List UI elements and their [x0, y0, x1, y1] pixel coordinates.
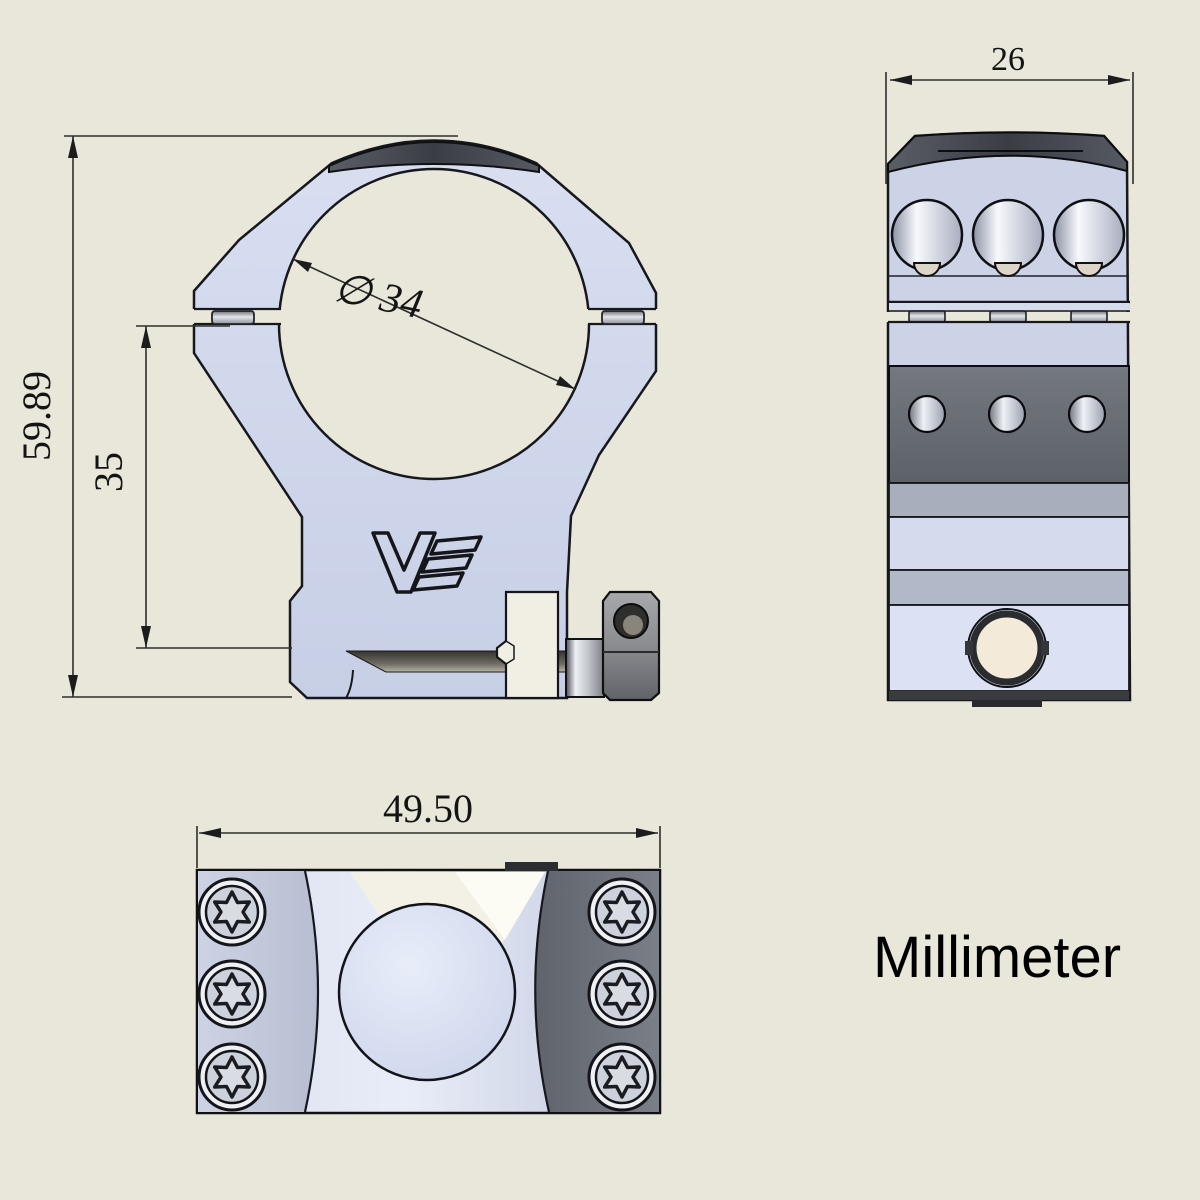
dim-width: 26 [885, 41, 1134, 184]
front-view: 59.89 35 ∅ 34 [14, 135, 661, 702]
dim-width-label: 26 [991, 41, 1025, 78]
band-light [888, 516, 1130, 571]
clamp-screw-boss-right [601, 310, 645, 325]
band-medium [888, 569, 1130, 606]
arrowhead [293, 259, 312, 272]
arrowhead [141, 326, 151, 348]
dim-total-height-label: 59.89 [14, 371, 59, 461]
clamp-screw-boss-left [211, 310, 255, 325]
torx-screw [587, 877, 657, 947]
torx-screw [197, 959, 267, 1029]
screw-stud [908, 310, 946, 323]
arrowhead [141, 626, 151, 648]
ring-split-gap [190, 309, 660, 324]
logo-e-bar-top [429, 535, 483, 556]
bolt-washer [565, 638, 605, 698]
side-small-hole [907, 394, 947, 434]
vector-optics-logo [371, 531, 483, 594]
arrowhead [1108, 75, 1130, 85]
dim-saddle-height-label: 35 [86, 452, 131, 492]
arrowhead [636, 828, 658, 838]
screw-hole [1052, 198, 1126, 272]
cap-screw-holes [890, 198, 1126, 277]
band-medium [888, 482, 1130, 518]
dim-saddle-height: 35 [86, 325, 292, 649]
screw-stud [1070, 310, 1108, 323]
unit-label: Millimeter [873, 925, 1121, 990]
arrowhead [199, 828, 221, 838]
dim-length-label: 49.50 [383, 786, 473, 831]
dim-total-height: 59.89 [14, 135, 458, 698]
arrowhead [556, 376, 575, 389]
rail-jaw-section [495, 590, 560, 700]
side-clamp-nut [969, 610, 1045, 686]
screw-hole [890, 198, 964, 272]
cap-top-face [328, 141, 540, 174]
side-view: 26 [885, 41, 1134, 707]
side-cap-top-face [887, 131, 1128, 174]
arrowhead [68, 136, 78, 158]
saddle-circle [337, 902, 517, 1082]
highlight [455, 872, 545, 940]
logo-e-bar-mid [420, 553, 474, 574]
torx-screw [197, 877, 267, 947]
dim-length: 49.50 [196, 786, 661, 868]
screw-stud [989, 310, 1027, 323]
torx-screw [587, 959, 657, 1029]
arrowhead [890, 75, 912, 85]
top-view: 49.50 [195, 786, 662, 1115]
logo-v [371, 531, 437, 594]
side-bottom-strip [889, 691, 1129, 700]
logo-e-bar-bottom [411, 571, 465, 592]
screw-hole [971, 198, 1045, 272]
side-bottom-tab [972, 700, 1042, 707]
foot-notch [345, 669, 354, 699]
side-small-hole [987, 394, 1027, 434]
side-small-hole [1067, 394, 1107, 434]
torx-screw [587, 1042, 657, 1112]
torx-screw [197, 1042, 267, 1112]
top-edge-tab [505, 862, 558, 871]
arrowhead [68, 675, 78, 697]
